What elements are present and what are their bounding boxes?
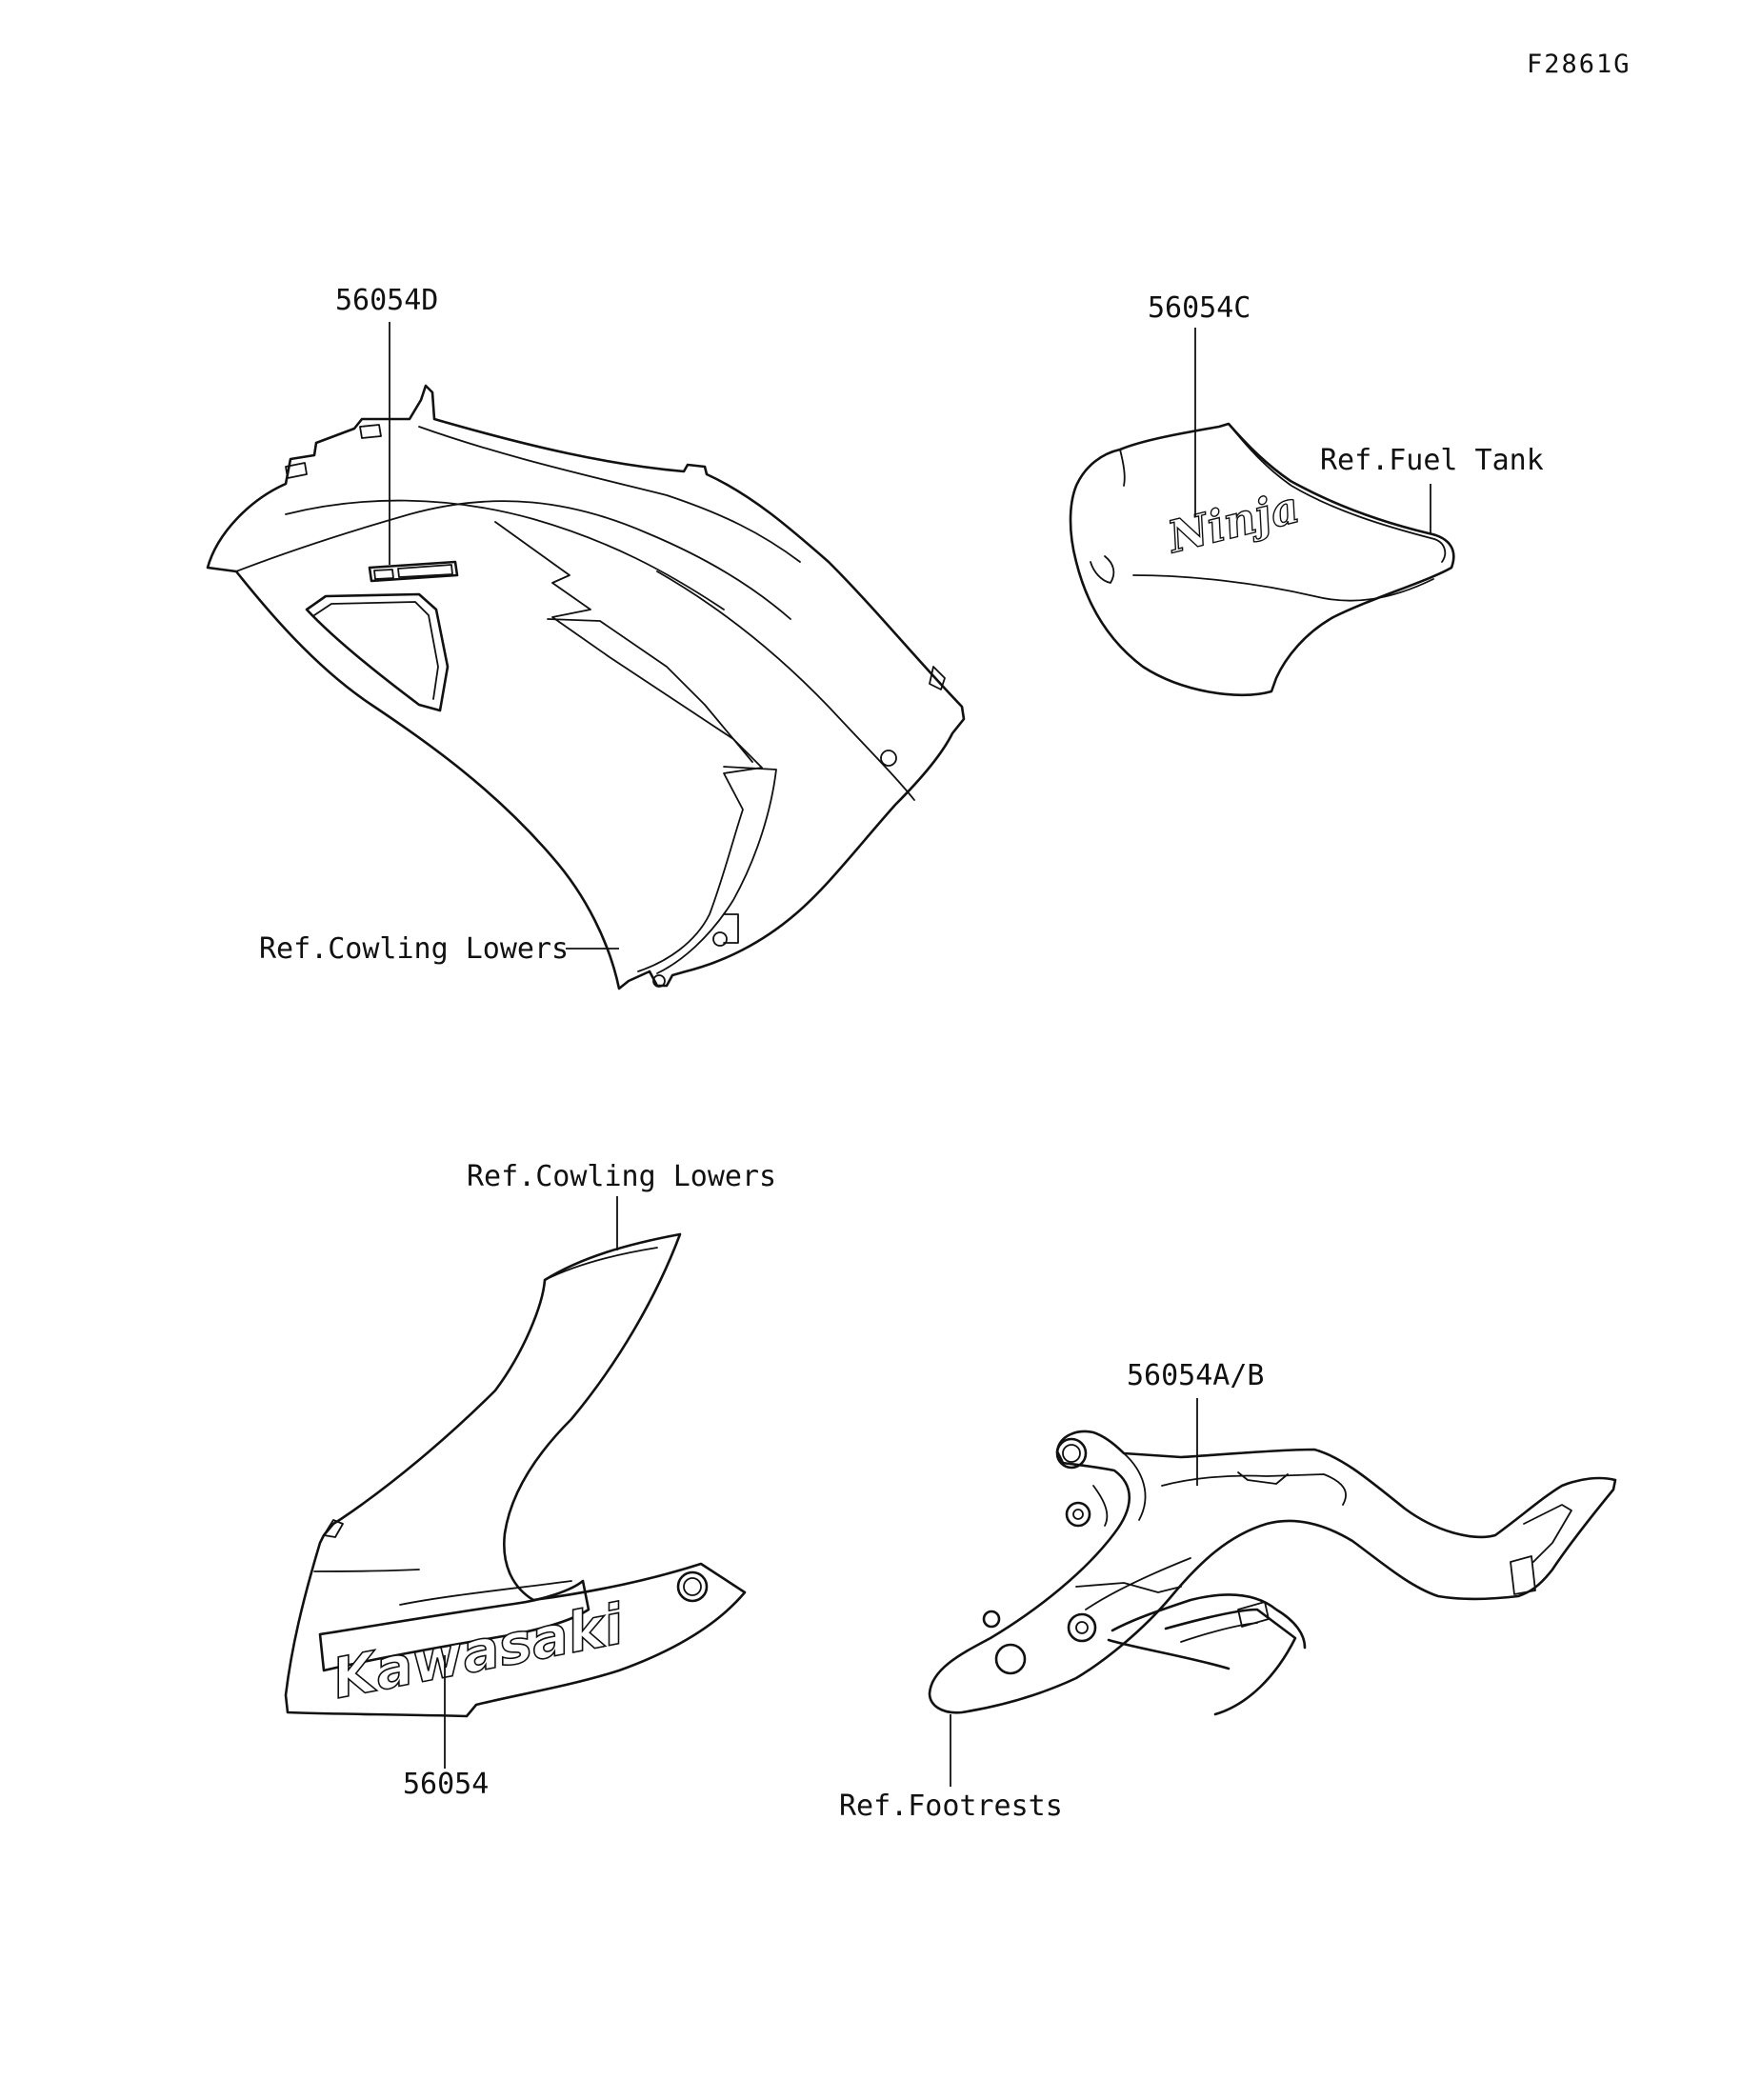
figure-code: F2861G (1527, 50, 1631, 79)
label-56054c: 56054C (1148, 291, 1251, 325)
label-56054: 56054 (403, 1768, 489, 1801)
upper-cowl-part (206, 384, 966, 990)
label-ref-cowling-lowers-lower: Ref.Cowling Lowers (467, 1160, 776, 1193)
label-ref-cowling-lowers-upper: Ref.Cowling Lowers (259, 932, 569, 966)
ninja-decal: Ninja (1161, 481, 1304, 564)
label-ref-fuel-tank: Ref.Fuel Tank (1320, 444, 1544, 477)
label-ref-footrests: Ref.Footrests (839, 1790, 1063, 1823)
frame-bracket-part (928, 1430, 1617, 1716)
label-56054ab: 56054A/B (1127, 1359, 1265, 1392)
label-56054d: 56054D (335, 284, 438, 317)
lower-cowl-part: Kawasaki (284, 1232, 747, 1718)
